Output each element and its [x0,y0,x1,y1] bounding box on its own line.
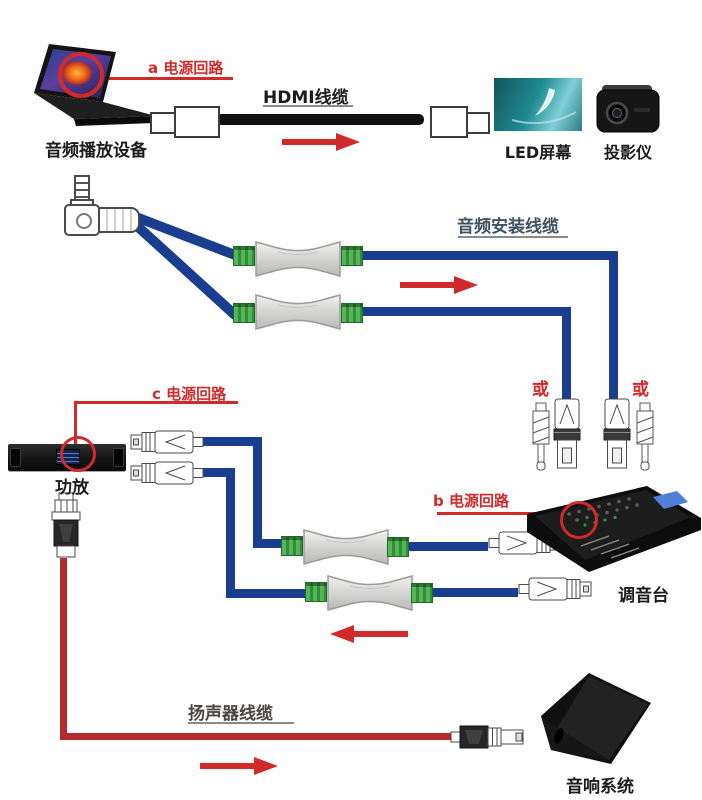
amp-cable-run [253,539,283,548]
hdmi-cable-underline [263,105,353,107]
audio-isolator [255,241,341,277]
install-cable-run [362,251,618,260]
or-left-label: 或 [532,380,549,400]
power-loop-c-label: c 电源回路 [152,385,227,403]
hdmi-plug-right-body [430,106,468,138]
ts-plug-vertical [532,402,550,471]
power-loop-c-line [74,401,77,444]
terminal-block [341,303,363,323]
signal-arrow-right-icon [282,133,360,151]
audio-isolator [327,575,413,611]
xlr-plug-horizontal [130,461,204,485]
amp-cable-run [253,437,262,548]
projector-label: 投影仪 [603,143,652,162]
xlr-plug-vertical [553,398,581,469]
terminal-block [233,246,255,266]
install-cable-run [562,307,571,400]
power-loop-a-ring-icon [58,52,104,98]
splitter-cables [131,212,240,320]
xlr-plug-horizontal [130,430,204,454]
install-cable-run [362,307,571,316]
ts-plug-vertical [636,402,654,471]
audio-isolator [255,294,341,330]
amp-cable-run [203,437,262,446]
terminal-block [281,536,303,556]
signal-arrow-right-icon [200,757,278,775]
minijack-body-detail [76,213,92,229]
mixer-label: 调音台 [618,586,669,606]
power-loop-c-ring-icon [60,436,96,472]
terminal-block [387,537,409,557]
minijack-tip [74,175,90,201]
xlr-plug-horizontal [518,577,592,601]
speakon-plug-vertical [51,492,81,558]
hdmi-plug-left-body [174,106,220,138]
terminal-block [411,583,433,603]
mixer-cable-run [433,588,518,597]
power-loop-b-line [437,512,567,515]
amp-cable-run [226,589,307,598]
playback-device-label: 音频播放设备 [45,141,147,161]
mixing-console [527,486,701,572]
speaker-system-label: 音响系统 [566,777,634,797]
speakon-plug-horizontal [450,725,524,749]
hdmi-cable-label: HDMI线缆 [263,88,349,108]
signal-arrow-left-icon [330,625,408,643]
hdmi-plug-right-tip [466,112,490,134]
speaker-cable-run [60,733,455,740]
terminal-block [341,246,363,266]
amp-cable-run [226,468,235,598]
projector [596,85,660,133]
amp-handle-left [10,448,21,467]
speaker-cable-underline [188,722,294,724]
power-loop-c-line [74,401,238,404]
hdmi-cable-wire [216,114,424,125]
signal-arrow-right-icon [400,276,478,294]
amplifier-label: 功放 [55,478,89,498]
amp-handle-right [113,448,124,467]
terminal-block [233,303,255,323]
mixer-cable-run [409,542,488,551]
xlr-plug-vertical [603,398,631,469]
install-cable-label: 音频安装线缆 [457,217,559,237]
amp-cable-run [203,468,235,477]
hdmi-plug-left-tip [150,112,176,134]
power-loop-b-label: b 电源回路 [433,492,509,510]
power-loop-b-ring-icon [560,501,598,539]
surfer-figure-icon [535,88,555,116]
led-screen-label: LED屏幕 [504,143,572,162]
laptop-audio-source [34,44,156,126]
speaker-cable-label: 扬声器线缆 [188,704,273,724]
power-loop-a-label: a 电源回路 [148,59,224,77]
terminal-block [305,582,327,602]
power-loop-a-line [101,77,233,80]
speaker-cable-run [60,558,67,737]
minijack-barrel [98,207,140,233]
audio-isolator [303,529,389,565]
install-cable-underline [458,236,568,238]
install-cable-run [609,251,618,400]
led-screen-image [494,78,582,131]
wedge-speaker [541,673,651,764]
or-right-label: 或 [632,380,649,400]
